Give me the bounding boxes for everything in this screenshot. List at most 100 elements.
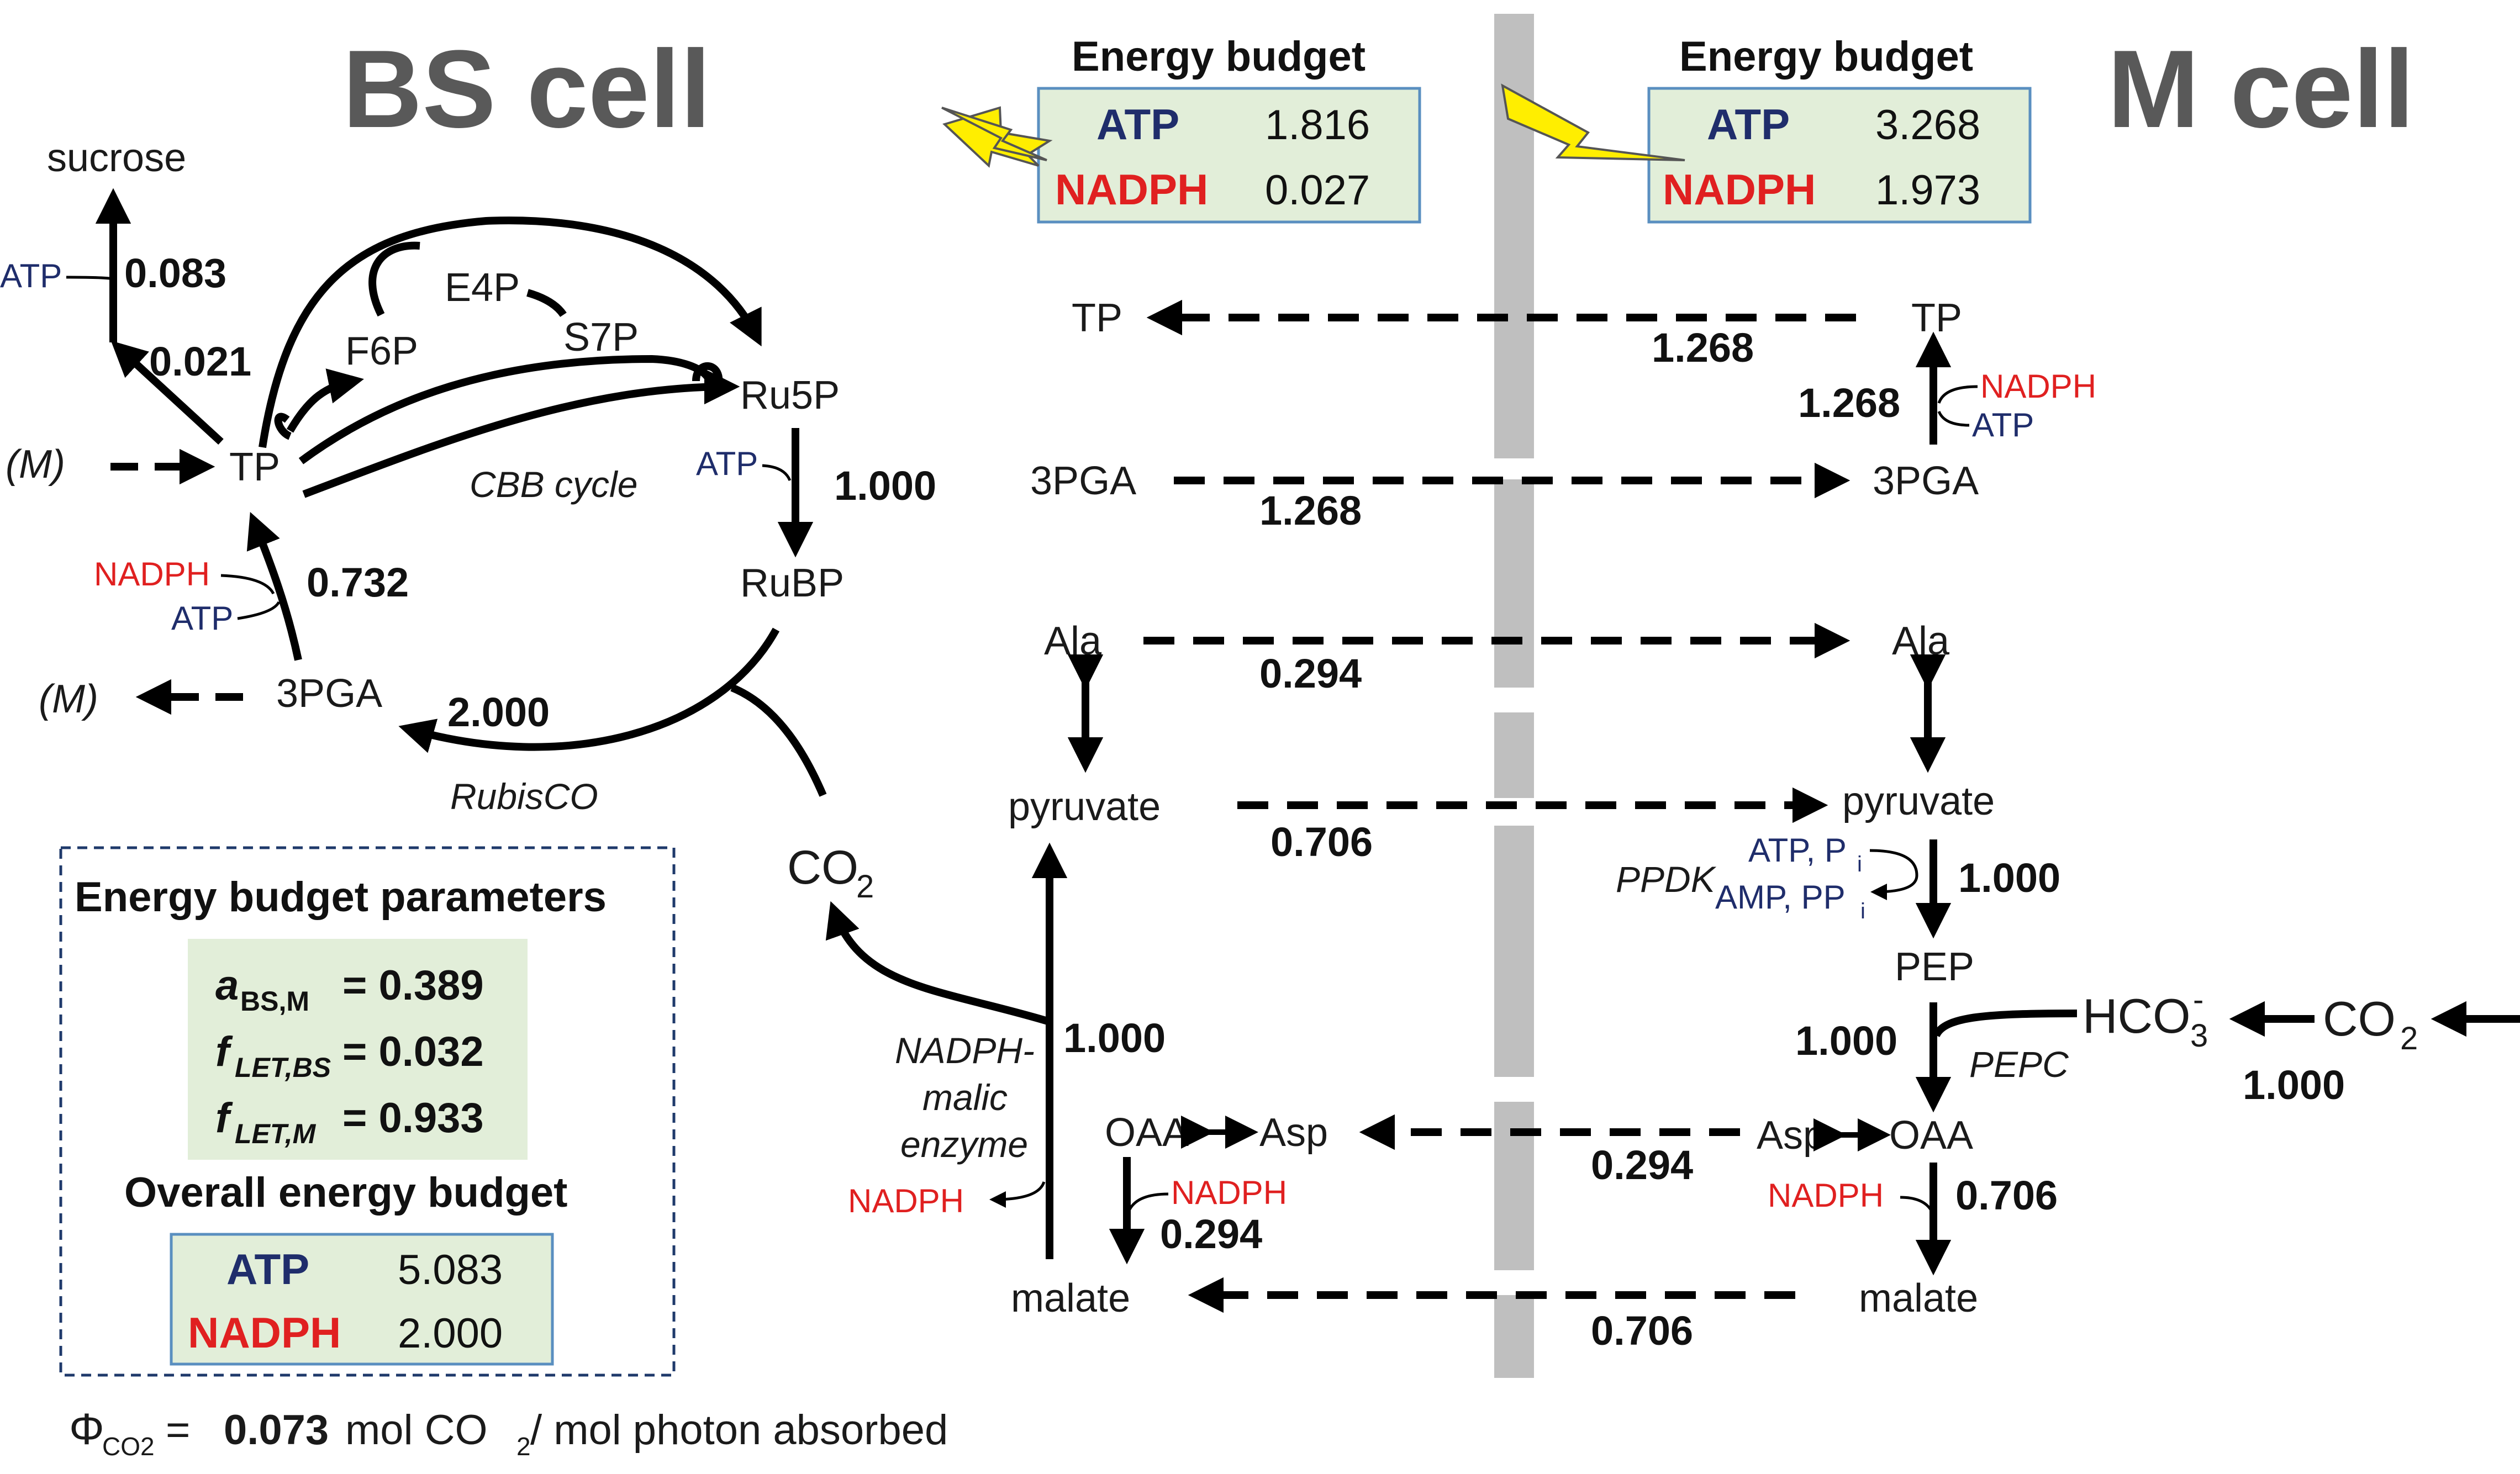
arrow-tp-ru5p-lower — [302, 368, 740, 498]
flux-tp-to-sucrose: 0.021 — [149, 339, 251, 384]
metabolite-sucrose: sucrose — [47, 136, 186, 180]
flux-pepc: 1.000 — [1795, 1018, 1897, 1064]
flux-3pga-tp: 0.732 — [307, 559, 409, 605]
m-energy-atp-value: 3.268 — [1875, 102, 1980, 149]
flux-3pga-transfer: 1.268 — [1259, 488, 1362, 533]
metabolite-rubp: RuBP — [740, 561, 844, 605]
cofactor-link — [220, 574, 275, 595]
metabolite-oaa-m: OAA — [1889, 1113, 1973, 1158]
cofactor-nadph: NADPH — [848, 1182, 964, 1219]
enzyme-rubisco: RubisCO — [450, 776, 598, 817]
yield-unit-b: / mol photon absorbed — [530, 1407, 948, 1454]
subscript-2: 2 — [856, 869, 874, 905]
metabolite-pep: PEP — [1895, 945, 1974, 989]
param-f1-value: = 0.032 — [342, 1028, 484, 1075]
yield-unit-sub: 2 — [516, 1432, 531, 1461]
cofactor-link — [989, 1181, 1046, 1208]
flux-sucrose-out: 0.083 — [124, 250, 226, 296]
cofactor-atp: ATP — [0, 257, 62, 294]
enzyme-malic-line2: malic — [922, 1077, 1008, 1118]
loop-f6p — [274, 413, 292, 440]
cofactor-link — [1869, 849, 1918, 900]
metabolite-malate-m: malate — [1859, 1276, 1978, 1320]
metabolite-pyruvate-m: pyruvate — [1842, 779, 1995, 823]
flux-tp-m-up: 1.268 — [1798, 380, 1900, 426]
parameters-box — [59, 846, 676, 1377]
cofactor-link — [1937, 410, 1970, 427]
cofactor-link — [1128, 1192, 1169, 1211]
m-energy-title: Energy budget — [1679, 33, 1973, 80]
arrow-co2-rubisco — [730, 684, 827, 797]
metabolite-3pga-left: 3PGA — [1030, 459, 1136, 503]
metabolite-hco3: HCO — [2083, 989, 2191, 1043]
cofactor-link — [1900, 1196, 1932, 1211]
overall-atp-value: 5.083 — [398, 1246, 503, 1293]
yield-phi: Φ — [69, 1404, 104, 1454]
flux-tp-transfer: 1.268 — [1652, 325, 1754, 371]
overall-energy-title: Overall energy budget — [124, 1169, 567, 1216]
metabolite-oaa-left: OAA — [1105, 1111, 1189, 1155]
membrane-gap — [1491, 688, 1537, 712]
cofactor-link — [1937, 385, 1978, 404]
metabolite-malate-left: malate — [1011, 1276, 1130, 1320]
enzyme-malic-line3: enzyme — [900, 1124, 1028, 1165]
arrow-malic-co2 — [825, 901, 1051, 1026]
lightning-bolt-icon — [1501, 83, 1685, 161]
param-a-symbol: a — [215, 962, 239, 1009]
flux-asp-transfer: 0.294 — [1591, 1142, 1693, 1188]
subscript-3: 3 — [2190, 1018, 2208, 1054]
param-a-value: = 0.389 — [342, 962, 484, 1009]
overall-nadph-label: NADPH — [188, 1308, 341, 1357]
metabolite-ru5p: Ru5P — [740, 373, 840, 418]
yield-phi-sub: CO2 — [102, 1432, 155, 1461]
flux-co2-in: 1.000 — [2243, 1062, 2345, 1108]
bs-cell-title: BS cell — [342, 28, 711, 151]
param-f2-sub: LET,M — [235, 1118, 317, 1149]
bs-energy-nadph-label: NADPH — [1055, 165, 1208, 214]
flux-oaa-malate-left: 0.294 — [1160, 1211, 1262, 1257]
metabolite-3pga-bs: 3PGA — [276, 672, 382, 716]
metabolite-tp-left: TP — [1072, 296, 1122, 340]
cofactor-nadph: NADPH — [1768, 1177, 1884, 1214]
cofactor-amp-ppi: AMP, PP — [1715, 879, 1846, 916]
enzyme-ppdk: PPDK — [1616, 859, 1717, 900]
overall-energy-box — [170, 1233, 554, 1366]
bs-energy-nadph-value: 0.027 — [1265, 167, 1370, 214]
cofactor-atp-pi: ATP, P — [1748, 832, 1847, 869]
cofactor-nadph: NADPH — [94, 556, 210, 593]
bs-energy-box — [1037, 87, 1421, 224]
cofactor-atp: ATP — [171, 600, 233, 637]
arrow-3pga-tp — [246, 512, 302, 661]
lightning-bolt-icon — [941, 107, 1047, 161]
subscript-i: i — [1860, 899, 1865, 923]
enzyme-pepc: PEPC — [1969, 1044, 2069, 1085]
arrow-tp-s7p — [298, 355, 714, 464]
cofactor-nadph: NADPH — [1171, 1174, 1287, 1211]
flux-malic-enzyme: 1.000 — [1063, 1015, 1166, 1061]
metabolite-e4p: E4P — [445, 266, 520, 310]
bs-energy-title: Energy budget — [1072, 33, 1366, 80]
membrane-gap — [1491, 1270, 1537, 1295]
yield-value: 0.073 — [224, 1407, 329, 1454]
bs-energy-atp-label: ATP — [1096, 100, 1179, 149]
metabolite-ala-left: Ala — [1044, 619, 1102, 663]
arrow-tp-f6p — [286, 368, 364, 433]
parameters-fill — [188, 939, 528, 1160]
metabolite-asp-m: Asp — [1757, 1113, 1825, 1158]
metabolite-asp-left: Asp — [1259, 1111, 1328, 1155]
parameters-title: Energy budget parameters — [75, 874, 607, 921]
metabolite-m-output: (M) — [39, 677, 98, 721]
arrow-rubisco — [398, 627, 780, 753]
metabolite-s7p: S7P — [563, 315, 639, 360]
enzyme-cbb-cycle: CBB cycle — [470, 464, 637, 505]
overall-atp-label: ATP — [226, 1245, 309, 1293]
metabolite-co2-bs: CO — [787, 841, 858, 894]
enzyme-malic-line1: NADPH- — [895, 1030, 1035, 1071]
superscript-minus: - — [2193, 982, 2203, 1018]
metabolite-tp-bs: TP — [229, 445, 280, 489]
arrow-e4p-branch — [368, 241, 420, 317]
metabolite-co2-m: CO — [2323, 991, 2396, 1046]
metabolite-3pga-m: 3PGA — [1873, 459, 1979, 503]
membrane-gap — [1491, 1077, 1537, 1102]
arrow-tp-to-ru5p — [259, 216, 762, 448]
